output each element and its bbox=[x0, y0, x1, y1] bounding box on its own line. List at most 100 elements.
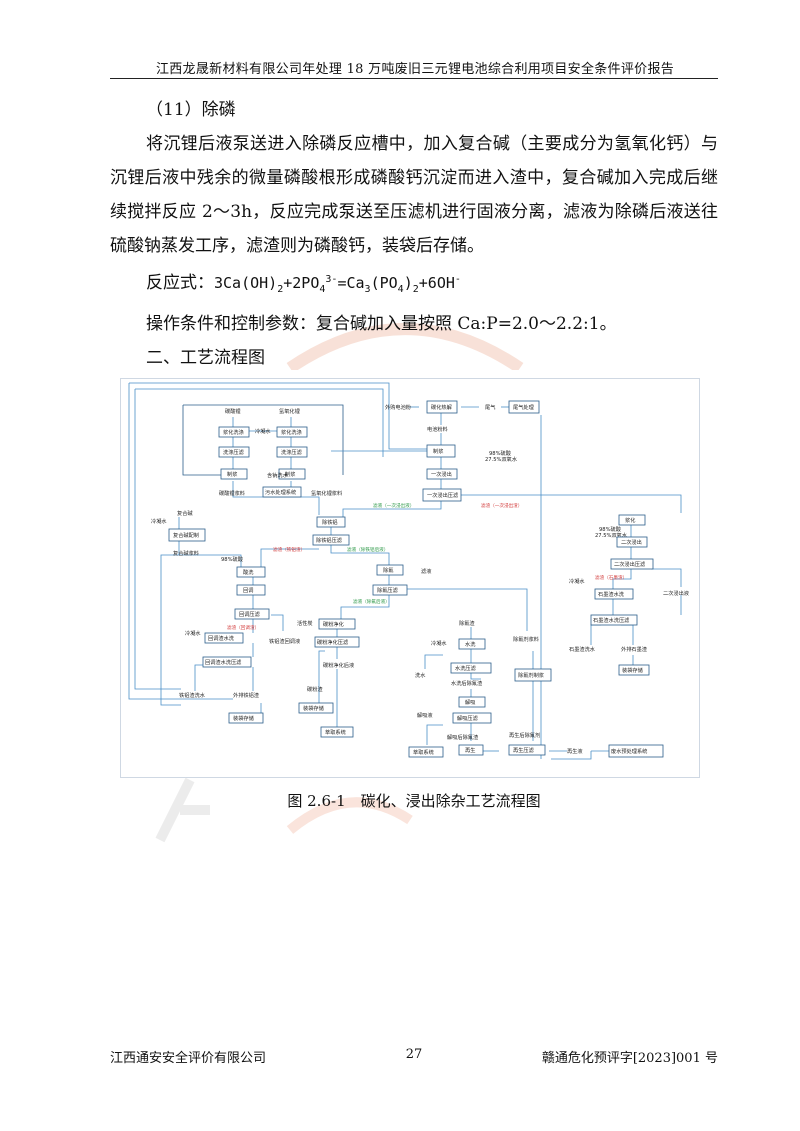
operating-conditions: 操作条件和控制参数：复合碱加入量按照 Ca:P=2.0～2.2:1。 bbox=[146, 314, 617, 334]
tag-5: 滤液（除氟后液） bbox=[353, 598, 390, 605]
page-header: 江西龙晟新材料有限公司年处理 18 万吨废旧三元锂电池综合利用项目安全条件评价报… bbox=[155, 62, 675, 77]
svg-text:冷凝水: 冷凝水 bbox=[255, 427, 271, 435]
node-56: 水洗压滤 bbox=[450, 662, 492, 674]
svg-text:冷凝水: 冷凝水 bbox=[431, 639, 447, 647]
svg-text:尾气: 尾气 bbox=[485, 403, 495, 411]
footer-doc-number: 赣通危化预评字[2023]001 号 bbox=[541, 1051, 718, 1066]
svg-text:再生压滤: 再生压滤 bbox=[513, 746, 535, 754]
node-1: 碳酸锂 bbox=[225, 407, 241, 415]
tag-1: 滤液（一次浸出液） bbox=[373, 502, 414, 509]
tag-4: 滤液（除铁铝后液） bbox=[347, 546, 388, 553]
node-16: 尾气 bbox=[485, 403, 495, 411]
svg-text:98%硫酸: 98%硫酸 bbox=[221, 555, 244, 563]
header-rule bbox=[110, 78, 718, 79]
svg-text:解吸: 解吸 bbox=[465, 698, 476, 706]
svg-text:装袋存储: 装袋存储 bbox=[622, 666, 643, 674]
node-45: 活性炭 bbox=[297, 619, 313, 627]
svg-text:碳酸锂: 碳酸锂 bbox=[225, 407, 241, 415]
svg-text:萃取系统: 萃取系统 bbox=[413, 748, 434, 756]
svg-text:除氟剂制浆: 除氟剂制浆 bbox=[518, 671, 544, 679]
svg-text:除铁铝压滤: 除铁铝压滤 bbox=[316, 536, 343, 544]
node-70: 98%硫酸 bbox=[599, 525, 622, 533]
node-40: 装袋存储 bbox=[228, 712, 264, 724]
flow-svg: 碳酸锂 氢氧化锂 浆化洗涤 浆化洗涤 洗涤压滤 洗涤压滤 制浆 制浆 冷凝水 含… bbox=[128, 382, 689, 760]
node-60: 解吸液 bbox=[417, 711, 433, 719]
node-28: 复合碱配制 bbox=[168, 528, 206, 542]
node-50: 萃取系统 bbox=[320, 726, 354, 738]
node-63: 再生 bbox=[458, 744, 484, 756]
svg-text:碳粉净化: 碳粉净化 bbox=[323, 620, 344, 628]
node-74: 冷凝水 bbox=[569, 577, 585, 585]
node-66: 萃取系统 bbox=[408, 746, 444, 758]
node-48: 碳粉净化后液 bbox=[323, 661, 354, 669]
node-39: 铁铝渣回调液 bbox=[269, 637, 300, 645]
node-17: 尾气处理 bbox=[508, 400, 540, 414]
node-37: 铁铝渣洗水 bbox=[179, 691, 206, 699]
node-10: 含钠洗水 bbox=[267, 471, 289, 479]
reaction-formula: 反应式：3Ca(OH)2+2PO43-=Ca3(PO4)2+6OH- bbox=[110, 263, 718, 307]
svg-text:洗涤压滤: 洗涤压滤 bbox=[281, 448, 303, 456]
node-59: 解吸 bbox=[458, 696, 486, 708]
svg-text:浆化洗涤: 浆化洗涤 bbox=[223, 428, 244, 436]
svg-text:回调渣水洗压滤: 回调渣水洗压滤 bbox=[205, 658, 242, 666]
tag-3: 滤渣（铁铝渣） bbox=[273, 546, 305, 553]
svg-text:解吸压滤: 解吸压滤 bbox=[457, 714, 479, 722]
svg-text:洗涤压滤: 洗涤压滤 bbox=[223, 448, 245, 456]
node-57: 水洗后除氟渣 bbox=[451, 679, 483, 687]
node-13: 氢氧化锂浆料 bbox=[311, 489, 342, 497]
svg-text:回调渣水洗: 回调渣水洗 bbox=[208, 634, 235, 642]
node-29: 复合碱浆料 bbox=[173, 549, 199, 557]
node-4: 浆化洗涤 bbox=[276, 426, 308, 438]
node-73: 二次浸出压滤 bbox=[610, 558, 654, 570]
svg-text:水洗压滤: 水洗压滤 bbox=[455, 664, 477, 672]
node-53: 冷凝水 bbox=[431, 639, 447, 647]
footer-company: 江西通安安全评价有限公司 bbox=[110, 1051, 267, 1066]
svg-text:浆化洗涤: 浆化洗涤 bbox=[281, 428, 302, 436]
svg-text:外排石墨渣: 外排石墨渣 bbox=[621, 645, 648, 653]
node-76: 石墨渣水洗压滤 bbox=[590, 614, 638, 626]
svg-text:一次浸出: 一次浸出 bbox=[431, 470, 452, 478]
node-62: 解吸后除氟渣 bbox=[447, 733, 479, 741]
node-6: 洗涤压滤 bbox=[276, 446, 308, 458]
node-33: 回调压滤 bbox=[234, 608, 270, 620]
node-25: 除铁铝压滤 bbox=[312, 534, 350, 546]
node-36: 回调渣水洗压滤 bbox=[202, 656, 252, 668]
svg-text:二次浸出压滤: 二次浸出压滤 bbox=[614, 560, 646, 568]
svg-text:复合碱: 复合碱 bbox=[177, 509, 193, 517]
main-content: （11）除磷 将沉锂后液泵送进入除磷反应槽中，加入复合碱（主要成分为氢氧化钙）与… bbox=[110, 93, 718, 375]
svg-text:萃取系统: 萃取系统 bbox=[325, 728, 346, 736]
node-12: 污水处理系统 bbox=[262, 486, 302, 498]
svg-text:冷凝水: 冷凝水 bbox=[569, 577, 585, 585]
node-18: 电池粉料 bbox=[427, 425, 448, 433]
node-19: 制浆 bbox=[426, 444, 456, 458]
node-5: 洗涤压滤 bbox=[218, 446, 250, 458]
node-24: 除铁铝 bbox=[316, 516, 346, 528]
node-7: 制浆 bbox=[220, 468, 248, 480]
node-22: 一次浸出 bbox=[426, 468, 458, 480]
svg-text:水洗后除氟渣: 水洗后除氟渣 bbox=[451, 679, 483, 687]
svg-text:除氟剂浆料: 除氟剂浆料 bbox=[513, 635, 539, 643]
svg-text:解吸液: 解吸液 bbox=[417, 711, 433, 719]
node-47: 碳粉渣 bbox=[307, 685, 323, 693]
node-71: 27.5%双氧水 bbox=[595, 531, 628, 539]
node-8: 制浆 bbox=[278, 468, 306, 480]
node-65: 再生后除氟剂 bbox=[509, 731, 540, 739]
node-15: 碳化热解 bbox=[426, 400, 458, 414]
svg-text:活性炭: 活性炭 bbox=[297, 619, 313, 627]
node-80: 装袋存储 bbox=[618, 664, 650, 676]
node-46: 碳粉净化压滤 bbox=[314, 636, 360, 648]
node-72: 二次浸出 bbox=[616, 536, 648, 548]
node-20: 98%硫酸 bbox=[489, 449, 512, 457]
node-55: 洗水 bbox=[415, 671, 426, 679]
tag-7: 滤渣（石墨渣） bbox=[595, 574, 627, 581]
node-2: 氢氧化锂 bbox=[279, 407, 300, 415]
node-52: 除氟剂浆料 bbox=[513, 635, 539, 643]
svg-text:解吸后除氟渣: 解吸后除氟渣 bbox=[447, 733, 479, 741]
svg-text:氢氧化锂浆料: 氢氧化锂浆料 bbox=[311, 489, 342, 497]
node-49: 装袋存储 bbox=[298, 702, 334, 714]
node-23: 一次浸出压滤 bbox=[422, 488, 462, 502]
svg-text:除铁铝: 除铁铝 bbox=[322, 518, 338, 526]
svg-text:含钠洗水: 含钠洗水 bbox=[267, 471, 289, 479]
svg-text:碳粉净化后液: 碳粉净化后液 bbox=[323, 661, 354, 669]
svg-text:27.5%双氧水: 27.5%双氧水 bbox=[595, 531, 628, 539]
